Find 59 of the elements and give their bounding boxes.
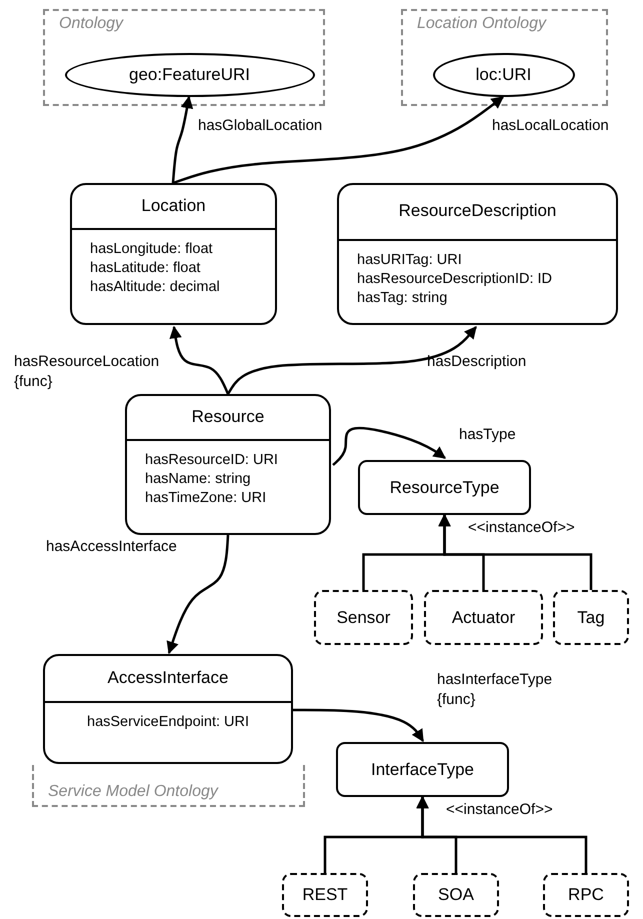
arrow (416, 796, 588, 873)
arrow (166, 534, 230, 654)
class-box (337, 183, 618, 325)
class-box (358, 460, 531, 515)
class-name: Actuator (452, 608, 516, 628)
class-name: SOA (438, 885, 474, 905)
class-name: ResourceType (390, 478, 500, 498)
class-name: ResourceDescription (398, 201, 558, 221)
ontology-frame (401, 9, 608, 106)
class-name: geo:FeatureURI (129, 64, 250, 84)
class-box (125, 394, 331, 535)
attribute-text: hasLatitude: float (90, 259, 202, 278)
class-box (70, 183, 277, 325)
edge-label: hasType (459, 425, 516, 445)
class-name: REST (302, 885, 348, 905)
edge-label: hasGlobalLocation (198, 116, 322, 136)
class-box (43, 654, 293, 764)
attribute-text: hasServiceEndpoint: URI (86, 713, 250, 732)
class-name: Sensor (336, 608, 390, 628)
attribute-text: hasURITag: URI (357, 251, 463, 270)
attribute-text: hasLongitude: float (90, 240, 214, 259)
class-name: AccessInterface (106, 668, 230, 688)
arrow (226, 326, 477, 395)
instance-box (282, 873, 368, 917)
class-name: RPC (568, 885, 604, 905)
arrow (332, 426, 446, 466)
ontology-frame (43, 9, 325, 106)
edge-label: hasLocalLocation (492, 116, 609, 136)
edge-label: hasAccessInterface (46, 537, 177, 557)
ontology-title: Ontology (59, 15, 124, 33)
attribute-text: hasTimeZone: URI (145, 489, 268, 508)
attribute-text: hasName: string (145, 470, 252, 489)
edge-label: hasInterfaceType {func} (437, 670, 554, 710)
instance-box (424, 590, 543, 645)
instance-box (553, 590, 629, 645)
instance-box (413, 873, 499, 917)
stereotype-label: <<instanceOf>> (468, 518, 575, 538)
attribute-text: hasAltitude: decimal (90, 278, 221, 297)
class-name: Tag (577, 608, 605, 628)
arrow (172, 96, 504, 184)
arrow (172, 96, 194, 184)
instance-box (543, 873, 629, 917)
edge-label: hasDescription (427, 352, 526, 372)
instance-box (314, 590, 413, 645)
class-name: Resource (190, 406, 266, 426)
attribute-text: hasResourceDescriptionID: ID (357, 270, 554, 289)
ontology-title: Service Model Ontology (48, 783, 218, 801)
ontology-title: Location Ontology (417, 15, 546, 33)
class-name: loc:URI (476, 64, 532, 84)
class-name: Location (140, 196, 207, 216)
edge-label: hasResourceLocation {func} (14, 352, 160, 392)
class-name: InterfaceType (370, 760, 474, 780)
arrow (438, 514, 592, 590)
class-box (336, 742, 509, 797)
arrow (169, 326, 230, 394)
stereotype-label: <<instanceOf>> (446, 800, 553, 820)
attribute-text: hasResourceID: URI (145, 451, 279, 470)
attribute-text: hasTag: string (357, 289, 448, 308)
arrow (293, 708, 424, 742)
